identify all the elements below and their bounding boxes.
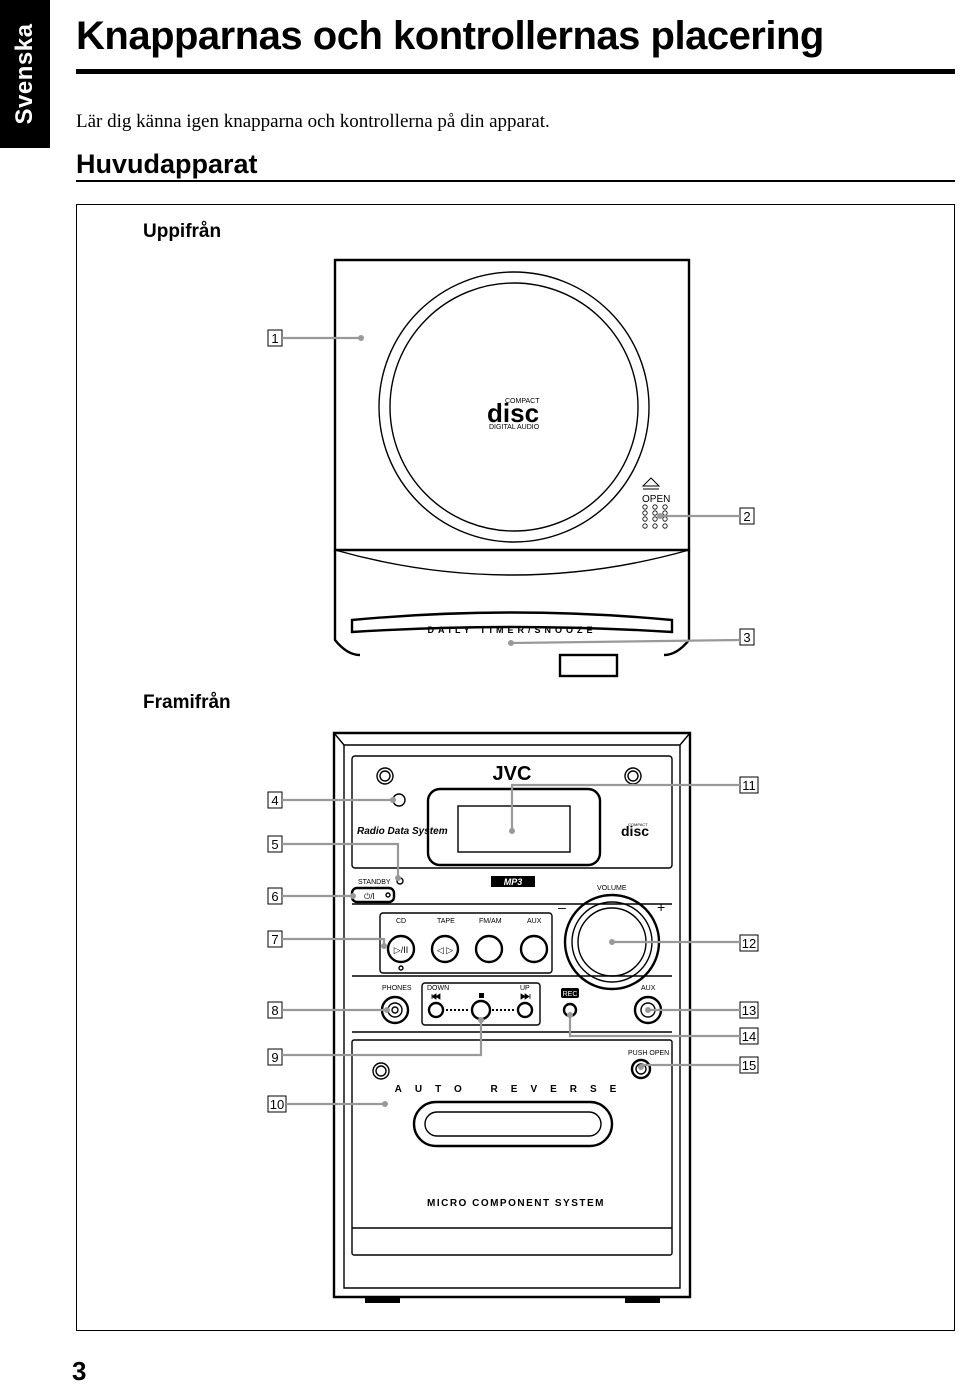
callout-12: 12	[609, 934, 759, 952]
cd-play-pause-button[interactable]: ▷/II	[386, 934, 416, 964]
front-view-heading: Framifrån	[143, 692, 231, 713]
svg-text:9: 9	[271, 1050, 278, 1065]
stop-icon	[479, 993, 484, 998]
svg-text:OPEN: OPEN	[642, 494, 670, 505]
svg-text:–: –	[558, 899, 566, 915]
svg-text:10: 10	[270, 1097, 284, 1112]
svg-text:AUX: AUX	[641, 985, 656, 992]
down-button[interactable]	[427, 1001, 445, 1019]
svg-text:COMPACT: COMPACT	[505, 398, 540, 405]
callout-3: 3	[508, 628, 755, 646]
compact-disc-logo: COMPACT disc DIGITAL AUDIO	[487, 398, 540, 431]
screw-icon	[376, 767, 394, 785]
callout-15: 15	[638, 1056, 759, 1074]
eject-icon	[641, 477, 661, 487]
display-window	[426, 787, 602, 867]
screw-icon	[624, 767, 642, 785]
fm-am-button[interactable]	[474, 934, 504, 964]
svg-text:FM/AM: FM/AM	[479, 918, 502, 925]
callout-6: 6	[267, 887, 356, 905]
illustration-frame	[76, 204, 955, 1331]
svg-text:5: 5	[271, 837, 278, 852]
svg-text:6: 6	[271, 889, 278, 904]
cassette-door-slot[interactable]	[412, 1100, 614, 1148]
callout-5: 5	[267, 835, 401, 881]
front-view-unit: JVC Radio Data System disc COMPACT STAND…	[332, 731, 692, 1303]
callout-11: 11	[509, 776, 759, 834]
compact-disc-logo-small: disc COMPACT	[621, 822, 649, 839]
svg-text:PUSH OPEN: PUSH OPEN	[628, 1050, 669, 1057]
svg-text:◁ ▷: ◁ ▷	[437, 945, 453, 955]
svg-text:UP: UP	[520, 985, 530, 992]
svg-text:VOLUME: VOLUME	[597, 885, 627, 892]
svg-text:DOWN: DOWN	[427, 985, 449, 992]
svg-text:11: 11	[742, 778, 756, 793]
svg-text:AUX: AUX	[527, 918, 542, 925]
svg-text:4: 4	[271, 793, 278, 808]
svg-text:3: 3	[743, 630, 750, 645]
intro-text: Lär dig känna igen knapparna och kontrol…	[76, 111, 550, 132]
svg-text:1: 1	[271, 331, 278, 346]
language-tab: Svenska	[0, 0, 50, 148]
screw-icon	[372, 1062, 390, 1080]
skip-back-icon	[431, 993, 441, 1000]
timer-snooze-bar[interactable]: DAILY TIMER/SNOOZE	[350, 611, 674, 636]
section-rule	[76, 180, 955, 182]
svg-text:TAPE: TAPE	[437, 918, 455, 925]
svg-text:13: 13	[742, 1003, 756, 1018]
svg-text:AUTO REVERSE: AUTO REVERSE	[395, 1084, 630, 1095]
open-button[interactable]: OPEN	[641, 477, 670, 529]
aux-button[interactable]	[519, 934, 549, 964]
svg-text:disc: disc	[621, 823, 649, 839]
svg-text:7: 7	[271, 932, 278, 947]
svg-text:DAILY TIMER/SNOOZE: DAILY TIMER/SNOOZE	[427, 625, 596, 635]
page-number: 3	[72, 1356, 87, 1386]
callout-14: 14	[567, 1012, 759, 1045]
callout-9: 9	[267, 1017, 484, 1066]
tape-button[interactable]: ◁ ▷	[430, 934, 460, 964]
svg-text:+: +	[657, 899, 665, 915]
rds-logo: Radio Data System	[357, 826, 448, 837]
section-heading: Huvudapparat	[76, 149, 258, 179]
callout-7: 7	[267, 930, 387, 949]
cd-lid	[378, 271, 650, 543]
callout-10: 10	[267, 1095, 388, 1113]
brand-logo: JVC	[493, 763, 532, 785]
callout-4: 4	[267, 791, 396, 809]
svg-text:▷/II: ▷/II	[394, 945, 408, 955]
callout-13: 13	[645, 1001, 759, 1019]
svg-text:COMPACT: COMPACT	[628, 822, 648, 827]
power-button[interactable]: ⏻/I	[350, 886, 396, 904]
callout-2: 2	[657, 507, 755, 525]
svg-text:15: 15	[742, 1058, 756, 1073]
svg-text:REC: REC	[563, 991, 578, 998]
svg-text:12: 12	[742, 936, 756, 951]
svg-text:2: 2	[743, 509, 750, 524]
page-title: Knapparnas och kontrollernas placering	[76, 14, 824, 58]
stop-button[interactable]	[470, 999, 492, 1021]
svg-text:MICRO COMPONENT SYSTEM: MICRO COMPONENT SYSTEM	[427, 1198, 605, 1209]
callout-8: 8	[267, 1001, 390, 1019]
svg-text:DIGITAL AUDIO: DIGITAL AUDIO	[489, 424, 540, 431]
svg-text:PHONES: PHONES	[382, 985, 412, 992]
svg-text:14: 14	[742, 1029, 756, 1044]
svg-text:8: 8	[271, 1003, 278, 1018]
svg-text:MP3: MP3	[504, 877, 523, 887]
top-view-heading: Uppifrån	[143, 221, 222, 242]
rec-label: REC	[561, 988, 579, 998]
title-rule	[76, 69, 955, 74]
svg-text:disc: disc	[487, 398, 539, 428]
svg-text:CD: CD	[396, 918, 406, 925]
callout-1: 1	[267, 329, 364, 347]
skip-forward-icon	[520, 993, 531, 1000]
svg-text:⏻/I: ⏻/I	[364, 892, 375, 901]
cd-indicator	[398, 965, 404, 971]
up-button[interactable]	[516, 1001, 534, 1019]
svg-text:STANDBY: STANDBY	[358, 879, 391, 886]
mp3-logo: MP3	[491, 876, 535, 887]
top-view-unit: COMPACT disc DIGITAL AUDIO OPEN DAILY TI…	[333, 258, 691, 678]
